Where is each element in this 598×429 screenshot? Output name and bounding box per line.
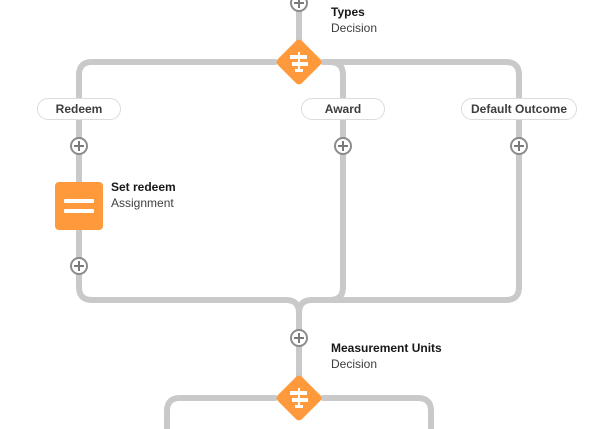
measurement-units-decision-node[interactable] <box>274 373 324 423</box>
node-title: Set redeem <box>111 180 176 194</box>
connector-mu-right <box>320 395 434 429</box>
set-redeem-assignment-node[interactable] <box>55 182 103 230</box>
node-type: Decision <box>331 357 378 371</box>
add-element-button[interactable] <box>290 329 308 347</box>
connector-default-branch <box>309 59 522 303</box>
add-element-button[interactable] <box>334 137 352 155</box>
outcome-redeem-pill[interactable]: Redeem <box>37 98 121 120</box>
outcome-default-pill[interactable]: Default Outcome <box>461 98 577 120</box>
node-type: Assignment <box>111 196 174 210</box>
measurement-units-node-label: Measurement Units Decision <box>331 340 442 372</box>
add-element-button[interactable] <box>290 0 308 12</box>
node-title: Types <box>331 5 365 19</box>
node-title: Measurement Units <box>331 341 442 355</box>
types-decision-node[interactable] <box>274 37 324 87</box>
set-redeem-node-label: Set redeem Assignment <box>111 179 176 211</box>
add-element-button[interactable] <box>70 137 88 155</box>
node-type: Decision <box>331 21 378 35</box>
connector-redeem-branch <box>76 59 302 383</box>
add-element-button[interactable] <box>70 257 88 275</box>
outcome-award-pill[interactable]: Award <box>301 98 385 120</box>
decision-icon <box>290 388 308 408</box>
types-node-label: Types Decision <box>331 4 377 36</box>
connector-mu-left <box>164 395 278 429</box>
add-element-button[interactable] <box>510 137 528 155</box>
decision-icon <box>290 52 308 72</box>
